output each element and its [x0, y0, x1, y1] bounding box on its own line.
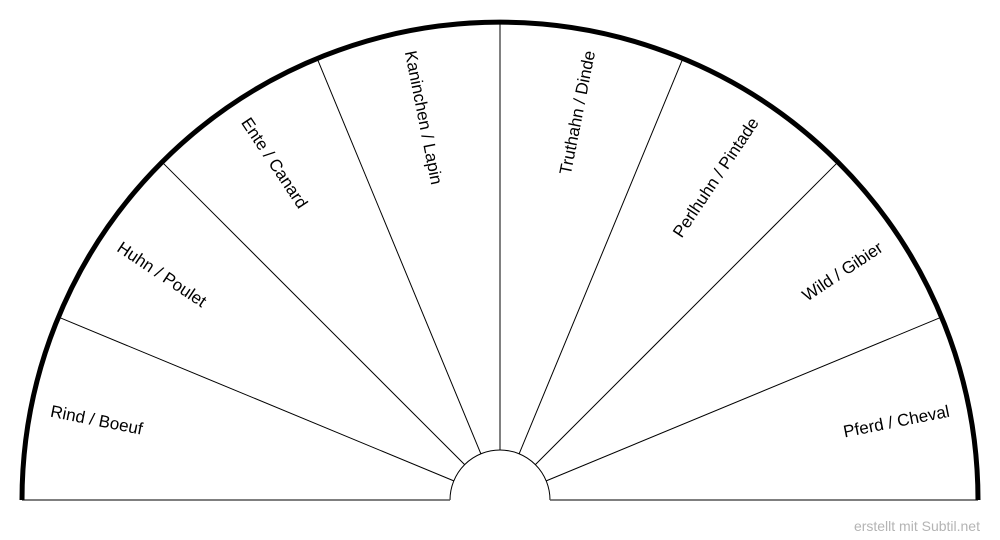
segment-label: Rind / Boeuf	[49, 402, 145, 439]
segment-label: Pferd / Cheval	[842, 402, 951, 442]
segment-divider	[518, 60, 683, 454]
inner-semicircle	[449, 449, 551, 501]
footer-credit: erstellt mit Subtil.net	[853, 518, 980, 534]
segment-divider	[317, 60, 482, 454]
segment-label: Perlhuhn / Pintade	[669, 114, 763, 241]
segment-divider	[535, 163, 837, 465]
outer-arc	[19, 19, 981, 501]
segment-divider	[546, 317, 940, 482]
segment-divider	[60, 317, 454, 482]
segment-divider	[163, 163, 465, 465]
segment-label: Ente / Canard	[237, 114, 311, 212]
segment-label: Kaninchen / Lapin	[401, 49, 446, 186]
segment-label: Wild / Gibier	[799, 238, 887, 305]
segment-label: Truthahn / Dinde	[556, 49, 599, 176]
segment-label: Huhn / Poulet	[114, 238, 210, 311]
